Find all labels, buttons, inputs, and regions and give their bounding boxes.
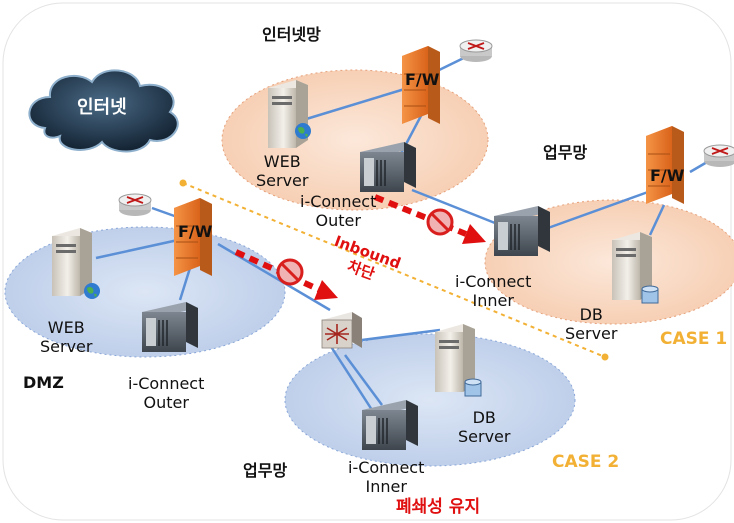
label-line: Outer: [315, 211, 361, 230]
server-tower-icon: [435, 324, 475, 392]
prohibited-icon: [276, 258, 304, 286]
web-server-top-label: WEB Server: [256, 152, 308, 190]
label-line: Server: [40, 337, 93, 356]
database-icon: [641, 285, 659, 304]
label-line: Outer: [143, 393, 189, 412]
label-line: DB: [579, 305, 603, 324]
firewall-label: F/W: [178, 222, 213, 241]
web-server-dmz-label: WEB Server: [40, 318, 92, 356]
label-line: i-Connect: [348, 458, 425, 477]
router-icon: [459, 39, 493, 62]
closedness-label: 폐쇄성 유지: [396, 497, 481, 517]
iconnect-inner-top-label: i-Connect Inner: [455, 272, 531, 310]
label-line: i-Connect: [128, 374, 205, 393]
label-line: DB: [472, 408, 496, 427]
globe-icon: [295, 123, 311, 139]
firewall-icon: [402, 46, 440, 124]
firewall-label: F/W: [405, 70, 440, 89]
work-zone-case2: [284, 333, 576, 467]
firewall-label: F/W: [650, 166, 685, 185]
label-line: WEB: [263, 152, 301, 171]
label-line: Inner: [472, 291, 514, 310]
cloud-icon: [28, 69, 179, 153]
iconnect-outer-top-label: i-Connect Outer: [300, 192, 376, 230]
label-line: WEB: [47, 318, 85, 337]
case2-label: CASE 2: [552, 452, 620, 472]
rack-server-icon: [362, 400, 418, 450]
zone-label-work-case2: 업무망: [243, 461, 288, 480]
label-line: i-Connect: [455, 272, 532, 291]
router-icon: [703, 144, 734, 167]
zone-label-internet: 인터넷망: [262, 25, 321, 44]
zone-label-work-case1: 업무망: [543, 143, 588, 162]
iconnect-inner-case2-label: i-Connect Inner: [348, 458, 424, 496]
label-line: Server: [256, 171, 309, 190]
separator-end: [601, 353, 609, 361]
globe-icon: [84, 283, 100, 299]
server-tower-icon: [52, 228, 92, 296]
db-server-top-label: DB Server: [565, 305, 617, 343]
cloud-label: 인터넷: [77, 97, 127, 118]
db-server-case2-label: DB Server: [458, 408, 510, 446]
iconnect-outer-dmz-label: i-Connect Outer: [128, 374, 204, 412]
prohibited-icon: [426, 208, 454, 236]
firewall-icon: [646, 126, 684, 204]
case1-label: CASE 1: [660, 329, 728, 349]
label-line: i-Connect: [300, 192, 377, 211]
server-tower-icon: [612, 232, 652, 300]
rack-server-icon: [142, 302, 198, 352]
database-icon: [464, 378, 482, 397]
label-line: Server: [458, 427, 511, 446]
label-line: Inner: [365, 477, 407, 496]
zone-label-dmz: DMZ: [23, 373, 64, 392]
switch-icon: [321, 312, 362, 349]
rack-server-icon: [494, 206, 550, 256]
rack-server-icon: [360, 142, 416, 192]
firewall-icon: [174, 198, 212, 276]
label-line: Server: [565, 324, 618, 343]
separator-start: [179, 179, 187, 187]
router-icon: [118, 193, 152, 216]
